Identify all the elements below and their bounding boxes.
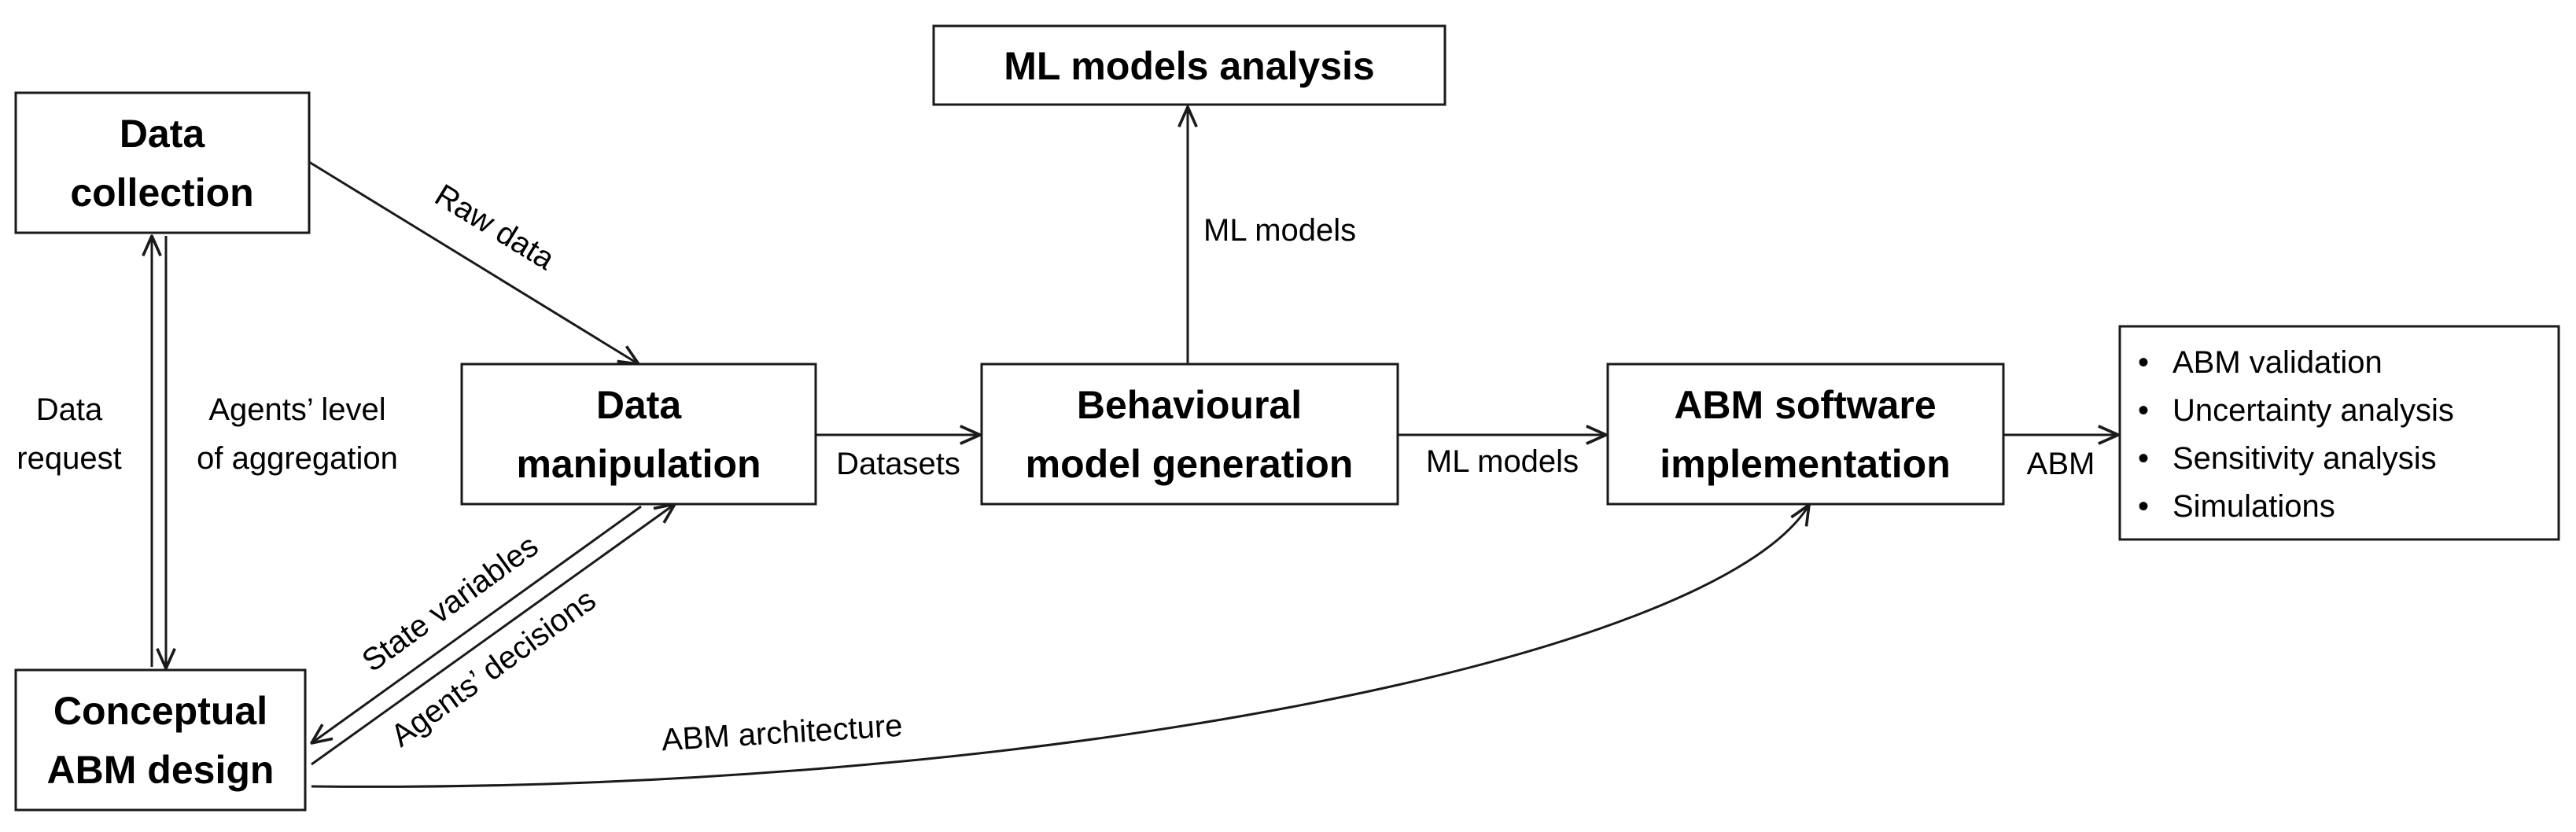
label-datasets: Datasets	[836, 447, 960, 481]
label-data-request-line1: Data	[36, 392, 103, 427]
output-item-simulations: Simulations	[2172, 489, 2335, 524]
node-data-collection-line2: collection	[70, 171, 253, 215]
label-abm: ABM	[2027, 447, 2095, 481]
bullet-marker: •	[2138, 393, 2149, 428]
edge-state-variables	[311, 505, 642, 743]
node-data-manipulation-line1: Data	[596, 383, 683, 427]
node-data-manipulation-line2: manipulation	[516, 442, 761, 486]
node-behavioural-model-generation-line1: Behavioural	[1077, 383, 1302, 427]
node-behavioural-model-generation-line2: model generation	[1026, 442, 1354, 486]
output-item-uncertainty-analysis: Uncertainty analysis	[2172, 393, 2454, 428]
label-data-request-line2: request	[17, 441, 121, 476]
node-ml-models-analysis-label: ML models analysis	[1004, 44, 1374, 88]
node-abm-software-implementation-line1: ABM software	[1674, 383, 1936, 427]
node-data-collection-line1: Data	[120, 112, 206, 156]
edge-agents-decisions	[311, 504, 675, 766]
label-abm-architecture: ABM architecture	[661, 709, 904, 758]
node-outputs-list: • ABM validation • Uncertainty analysis …	[2118, 325, 2560, 541]
node-data-manipulation: Data manipulation	[460, 363, 817, 506]
node-abm-software-implementation-line2: implementation	[1660, 442, 1950, 486]
node-abm-software-implementation: ABM software implementation	[1606, 363, 2005, 506]
edges	[152, 107, 2118, 788]
node-conceptual-abm-design: Conceptual ABM design	[14, 668, 307, 812]
label-raw-data: Raw data	[429, 178, 561, 277]
bullet-marker: •	[2138, 489, 2149, 524]
edge-raw-data	[308, 160, 639, 364]
node-conceptual-abm-design-line2: ABM design	[47, 748, 275, 792]
edge-abm-architecture	[311, 505, 1809, 788]
label-agents-level-line1: Agents’ level	[208, 392, 385, 427]
label-agents-level-line2: of aggregation	[197, 441, 398, 476]
node-behavioural-model-generation: Behavioural model generation	[980, 363, 1399, 506]
node-data-collection: Data collection	[14, 91, 311, 234]
label-ml-models-up: ML models	[1203, 213, 1356, 248]
output-item-abm-validation: ABM validation	[2172, 345, 2383, 380]
bullet-marker: •	[2138, 345, 2149, 380]
label-ml-models-right: ML models	[1426, 444, 1579, 479]
node-conceptual-abm-design-line1: Conceptual	[53, 689, 267, 733]
node-ml-models-analysis: ML models analysis	[932, 24, 1446, 106]
bullet-marker: •	[2138, 441, 2149, 476]
output-item-sensitivity-analysis: Sensitivity analysis	[2172, 441, 2437, 476]
